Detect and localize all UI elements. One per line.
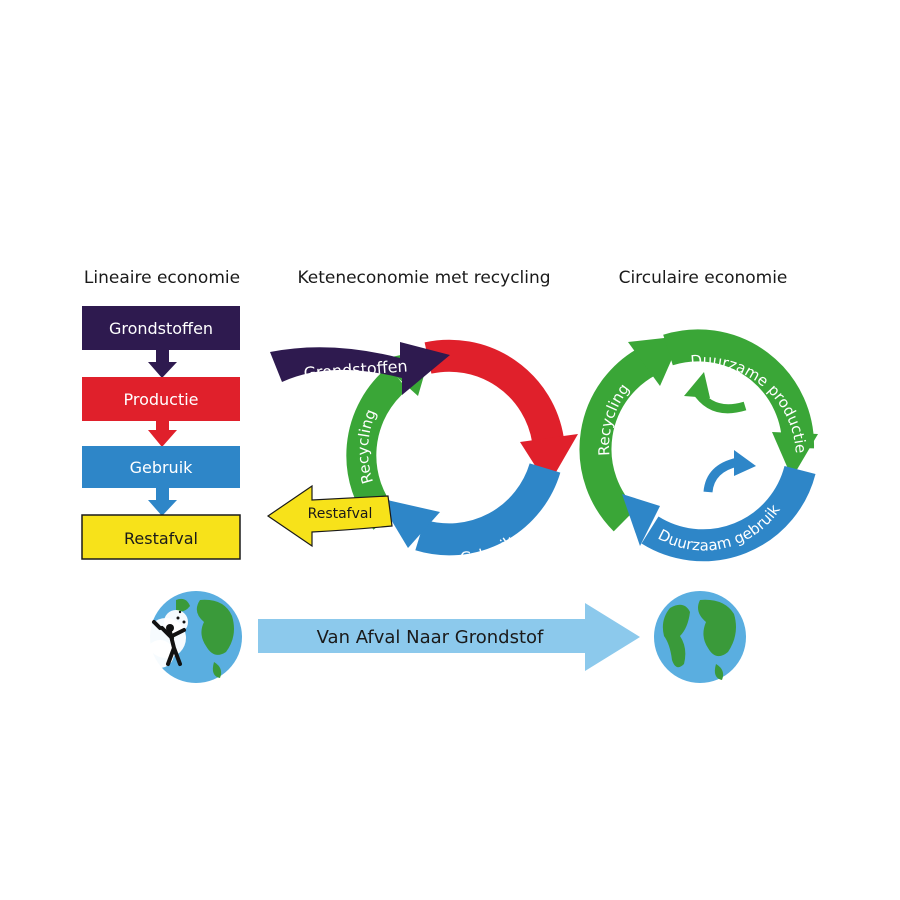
- chain-input-arrow: Grondstoffen: [270, 342, 450, 395]
- linear-step-label: Productie: [123, 390, 198, 409]
- linear-arrow-3: [148, 488, 177, 516]
- chain-economy: Recycling Productie Gebruik Grondstoffen…: [266, 324, 578, 567]
- chain-output-arrow: Restafval: [266, 484, 393, 548]
- polluted-globe-icon: [146, 591, 242, 683]
- transition-arrow-label: Van Afval Naar Grondstof: [317, 627, 544, 648]
- circular-inner-green-arrow: [684, 372, 747, 414]
- linear-economy: Grondstoffen Productie Gebruik Restafval: [81, 306, 241, 560]
- linear-step-productie: Productie: [82, 377, 240, 421]
- heading-circular: Circulaire economie: [619, 268, 788, 288]
- heading-linear: Lineaire economie: [84, 268, 240, 288]
- heading-chain: Keteneconomie met recycling: [297, 268, 550, 288]
- transition-arrow: Van Afval Naar Grondstof: [258, 603, 640, 671]
- linear-step-label: Gebruik: [130, 458, 194, 477]
- circular-inner-blue-arrow: [703, 450, 756, 493]
- linear-arrow-1: [148, 350, 177, 378]
- linear-step-grondstoffen: Grondstoffen: [82, 306, 240, 350]
- linear-step-gebruik: Gebruik: [82, 446, 240, 488]
- chain-cycle-productie: Productie: [424, 324, 578, 486]
- clean-globe-icon: [654, 591, 746, 683]
- linear-step-label: Grondstoffen: [109, 319, 213, 338]
- linear-arrow-2: [148, 420, 177, 447]
- circular-cycle-recycling: Recycling: [579, 336, 682, 532]
- circular-economy: Recycling Duurzame productie Duurzaam ge…: [579, 329, 818, 562]
- chain-output-label: Restafval: [308, 506, 373, 522]
- linear-step-restafval: Restafval: [81, 514, 241, 560]
- linear-step-label: Restafval: [124, 529, 198, 548]
- chain-cycle-gebruik: Gebruik: [378, 462, 561, 567]
